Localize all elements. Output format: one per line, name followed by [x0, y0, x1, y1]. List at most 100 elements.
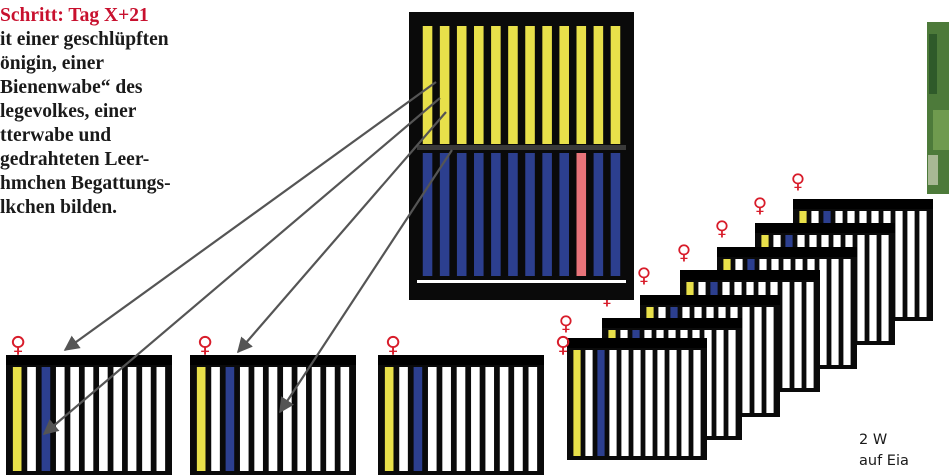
comb [754, 307, 762, 413]
queen-cell [576, 153, 587, 276]
text-line: legevolkes, einer [0, 101, 137, 122]
comb [384, 367, 394, 471]
comb [70, 367, 79, 471]
female-symbol: ♀ [715, 216, 730, 240]
photo-light [928, 155, 938, 185]
comb [573, 350, 581, 456]
yellow-comb [491, 26, 501, 144]
comb [919, 211, 927, 317]
comb [196, 367, 206, 471]
comb [225, 367, 235, 471]
comb [127, 367, 137, 471]
instruction-text: Schritt: Tag X+21 it einer geschlüpften … [0, 4, 270, 220]
comb [831, 259, 839, 365]
frame-top-bar [755, 223, 895, 233]
photo-fragment [927, 22, 949, 194]
comb [645, 350, 653, 456]
mating-nuc-frame [6, 355, 172, 475]
female-symbol: ♀ [385, 333, 401, 358]
comb [311, 367, 321, 471]
frame-wire [417, 280, 626, 283]
bottom-frames: ♀♀♀♀ [6, 333, 571, 475]
comb [471, 367, 480, 471]
comb [693, 350, 701, 456]
comb [895, 211, 903, 317]
comb [704, 330, 712, 436]
comb [806, 282, 814, 388]
comb [819, 259, 827, 365]
comb [442, 367, 451, 471]
large-frame [409, 12, 634, 300]
comb [857, 235, 865, 341]
female-symbol: ♀ [559, 311, 574, 335]
mating-nuc-frame [190, 355, 356, 475]
frame-top-bar [640, 295, 780, 305]
comb [142, 367, 151, 471]
caption: 2 W auf Eia [859, 430, 949, 472]
comb [742, 307, 750, 413]
comb [766, 307, 774, 413]
frame-top-bar [602, 318, 742, 328]
comb [12, 367, 22, 471]
yellow-comb [542, 26, 552, 144]
mating-nuc-frame [378, 355, 544, 475]
arrows [42, 81, 453, 435]
comb [782, 282, 790, 388]
comb [528, 367, 538, 471]
comb [621, 350, 629, 456]
blue-comb [559, 153, 569, 276]
yellow-comb [439, 26, 450, 144]
arrow [236, 111, 447, 354]
comb [399, 367, 408, 471]
comb [728, 330, 736, 436]
yellow-comb [508, 26, 518, 144]
comb [794, 282, 802, 388]
text-line: gedrahteten Leer- [0, 149, 150, 170]
female-symbol: ♀ [791, 169, 806, 193]
comb [681, 350, 689, 456]
comb [254, 367, 263, 471]
step-heading: Schritt: Tag X+21 [0, 5, 149, 26]
comb [609, 350, 617, 456]
frame-top-bar [6, 355, 172, 365]
frame-top-bar [793, 199, 933, 209]
comb [211, 367, 220, 471]
frame-top-bar [567, 338, 707, 348]
blue-comb [508, 153, 518, 276]
female-symbol: ♀ [197, 333, 213, 358]
stacked-frame [567, 338, 707, 460]
blue-comb [439, 153, 450, 276]
blue-comb [525, 153, 535, 276]
blue-comb [491, 153, 501, 276]
comb [585, 350, 593, 456]
comb [514, 367, 523, 471]
yellow-comb [422, 26, 433, 144]
blue-comb [593, 153, 604, 276]
photo-shade [933, 110, 949, 150]
comb [84, 367, 94, 471]
comb [881, 235, 889, 341]
arrow [279, 149, 453, 414]
blue-comb [474, 153, 484, 276]
yellow-comb [576, 26, 587, 144]
comb [669, 350, 677, 456]
comb [633, 350, 641, 456]
text-line: lkchen bilden. [0, 197, 118, 218]
female-symbol: ♀ [637, 263, 652, 287]
comb [99, 367, 108, 471]
comb [869, 235, 877, 341]
comb [657, 350, 665, 456]
caption-line: 2 W [859, 432, 888, 448]
female-symbol: ♀ [753, 193, 768, 217]
frame-divider [417, 145, 626, 150]
comb [499, 367, 509, 471]
comb [41, 367, 51, 471]
yellow-comb [559, 26, 569, 144]
frame-top-bar [680, 270, 820, 280]
yellow-comb [593, 26, 604, 144]
blue-comb [422, 153, 433, 276]
comb [27, 367, 36, 471]
yellow-comb [474, 26, 484, 144]
comb [326, 367, 335, 471]
